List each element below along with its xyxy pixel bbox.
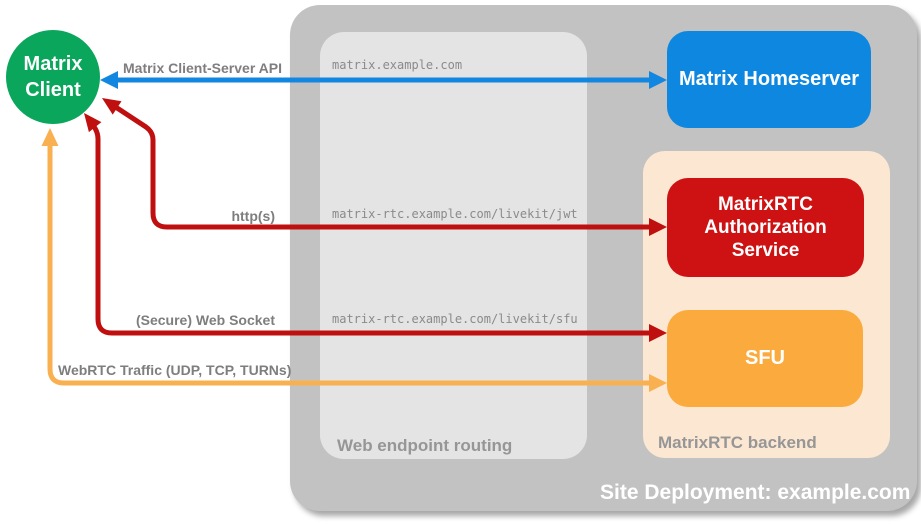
- matrixrtc-backend-title: MatrixRTC backend: [658, 433, 817, 452]
- web-endpoint-routing-box: [320, 32, 587, 459]
- matrixrtc-auth-service-node: MatrixRTC Authorization Service: [667, 178, 864, 277]
- sfu-label: SFU: [745, 347, 785, 369]
- matrix-client-label-line2: Client: [25, 79, 81, 101]
- endpoint-livekit-jwt: matrix-rtc.example.com/livekit/jwt: [332, 207, 578, 221]
- auth-service-label-line2: Authorization: [704, 217, 827, 238]
- web-endpoint-routing-title: Web endpoint routing: [337, 436, 513, 455]
- webrtc-traffic-arrow-label: WebRTC Traffic (UDP, TCP, TURNs): [58, 362, 292, 378]
- http-arrow-label: http(s): [231, 208, 275, 224]
- endpoint-matrix-example-com: matrix.example.com: [332, 58, 463, 72]
- site-deployment-title: Site Deployment: example.com: [600, 481, 911, 504]
- matrix-homeserver-label: Matrix Homeserver: [678, 68, 860, 90]
- matrix-client-label-line1: Matrix: [23, 53, 83, 75]
- client-server-api-arrow-label: Matrix Client-Server API: [123, 60, 282, 76]
- http-arrowhead-client: [102, 98, 122, 115]
- sfu-node: SFU: [667, 310, 863, 407]
- matrix-client-node: Matrix Client: [6, 30, 100, 124]
- matrix-homeserver-node: Matrix Homeserver: [667, 31, 871, 128]
- endpoint-livekit-sfu: matrix-rtc.example.com/livekit/sfu: [332, 312, 578, 326]
- auth-service-label-line3: Service: [731, 240, 800, 261]
- auth-service-label-line1: MatrixRTC: [717, 194, 813, 215]
- webrtc-arrowhead-client: [41, 128, 59, 146]
- websocket-arrowhead-client: [84, 113, 102, 133]
- websocket-arrow-label: (Secure) Web Socket: [135, 312, 275, 328]
